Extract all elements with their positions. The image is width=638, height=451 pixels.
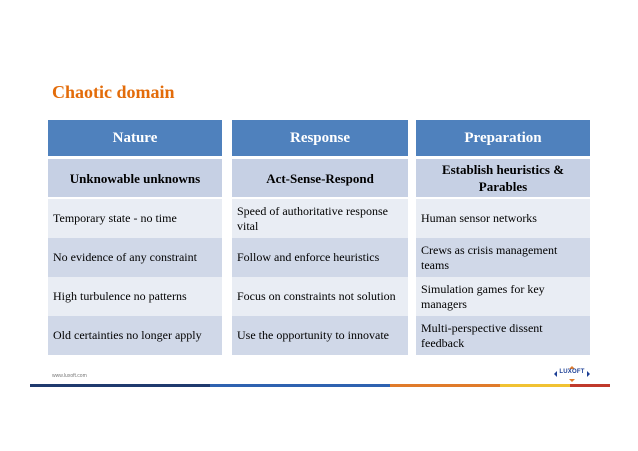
column-subheader: Establish heuristics & Parables (416, 159, 590, 199)
footer-bar-yellow (500, 384, 570, 387)
column-subheader: Unknowable unknowns (48, 159, 222, 199)
table-cell: Simulation games for key managers (416, 277, 590, 316)
table-cell: Multi-perspective dissent feedback (416, 316, 590, 355)
logo-arrows-icon (554, 366, 590, 382)
table-cell: High turbulence no patterns (48, 277, 222, 316)
column-preparation: Preparation Establish heuristics & Parab… (416, 120, 590, 355)
table-cell: Speed of authoritative response vital (232, 199, 408, 238)
column-response: Response Act-Sense-Respond Speed of auth… (232, 120, 408, 355)
column-header: Response (232, 120, 408, 158)
footer-bar-navy (30, 384, 210, 387)
footer-bar-red (570, 384, 610, 387)
table-cell: Old certainties no longer apply (48, 316, 222, 355)
column-nature: Nature Unknowable unknowns Temporary sta… (48, 120, 222, 355)
column-header: Nature (48, 120, 222, 158)
luxoft-logo: LUXOFT (553, 365, 591, 383)
table-cell: No evidence of any constraint (48, 238, 222, 277)
table-cell: Focus on constraints not solution (232, 277, 408, 316)
footer-bar-blue (210, 384, 390, 387)
table-cell: Crews as crisis management teams (416, 238, 590, 277)
table-cell: Use the opportunity to innovate (232, 316, 408, 355)
column-subheader: Act-Sense-Respond (232, 159, 408, 199)
table-cell: Human sensor networks (416, 199, 590, 238)
table-cell: Temporary state - no time (48, 199, 222, 238)
logo-text: LUXOFT (559, 369, 585, 375)
column-header: Preparation (416, 120, 590, 158)
slide-title: Chaotic domain (52, 82, 175, 102)
footer-url[interactable]: www.luxoft.com (52, 373, 87, 379)
footer-bar-orange (390, 384, 500, 387)
table-cell: Follow and enforce heuristics (232, 238, 408, 277)
